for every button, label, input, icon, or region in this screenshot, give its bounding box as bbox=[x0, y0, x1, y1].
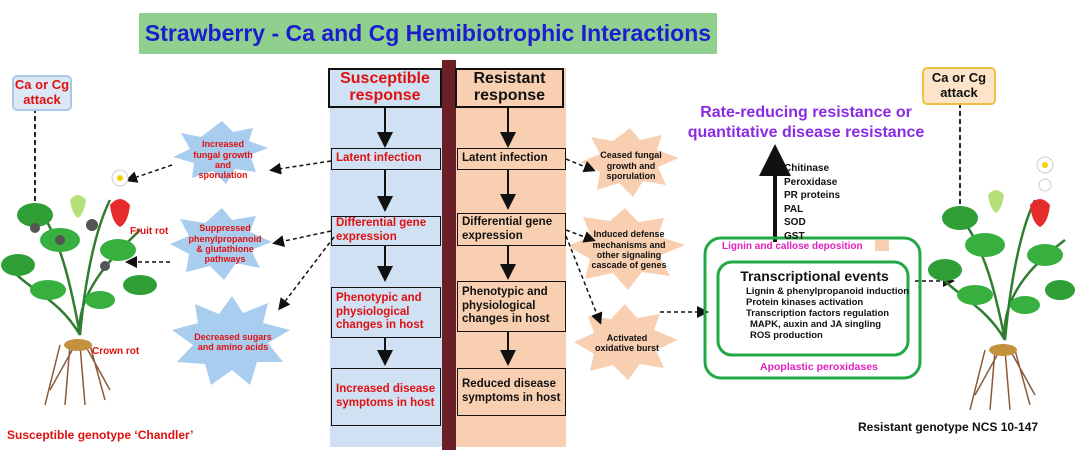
genotype-left-label: Susceptible genotype ‘Chandler’ bbox=[7, 428, 194, 442]
enzyme-item: Peroxidase bbox=[784, 176, 838, 188]
right-star-1-text: Ceased fungal growth and sporulation bbox=[600, 150, 662, 182]
enzyme-item: SOD bbox=[784, 217, 806, 228]
resistant-step-2: Differential gene expression bbox=[457, 213, 566, 246]
transcriptional-item: Protein kinases activation bbox=[746, 297, 864, 308]
left-star-2-text: Suppressed phenylpropanoid & glutathione… bbox=[188, 223, 262, 265]
enzyme-item: PAL bbox=[784, 203, 804, 215]
resistant-step-4: Reduced disease symptoms in host bbox=[457, 368, 566, 416]
resistant-column bbox=[456, 68, 566, 447]
star-shape-2 bbox=[170, 208, 272, 280]
transcriptional-title: Transcriptional events bbox=[740, 268, 889, 284]
transcriptional-list: Lignin & phenylpropanoid induction Prote… bbox=[746, 286, 909, 341]
susceptible-step-4: Increased disease symptoms in host bbox=[331, 368, 441, 426]
column-divider bbox=[442, 60, 456, 450]
transcriptional-item: Lignin & phenylpropanoid induction bbox=[746, 286, 910, 297]
transcriptional-item: ROS production bbox=[750, 330, 823, 341]
transcriptional-item: Transcription factors regulation bbox=[746, 308, 890, 319]
enzyme-item: PR proteins bbox=[784, 190, 841, 201]
fruit-rot-label: Fruit rot bbox=[130, 226, 169, 237]
strawberry-plant-right bbox=[928, 156, 1075, 411]
diagram-title: Strawberry - Ca and Cg Hemibiotrophic In… bbox=[139, 13, 717, 54]
susceptible-step-3: Phenotypic and physiological changes in … bbox=[331, 287, 441, 338]
resistant-step-1: Latent infection bbox=[457, 148, 566, 170]
enzyme-item: GST bbox=[784, 230, 805, 242]
left-star-1-text: Increased fungal growth and sporulation bbox=[193, 139, 253, 181]
susceptible-step-1: Latent infection bbox=[331, 148, 441, 170]
star-shape-4 bbox=[581, 128, 679, 197]
enzyme-item: Chitinase bbox=[784, 163, 830, 174]
attack-box-right: Ca or Cg attack bbox=[922, 67, 996, 105]
lignin-callose-label: Lignin and callose deposition bbox=[722, 241, 863, 252]
resistant-header: Resistant response bbox=[455, 68, 564, 108]
resistant-step-3: Phenotypic and physiological changes in … bbox=[457, 281, 566, 332]
transcriptional-item: MAPK, auxin and JA singling bbox=[750, 319, 882, 330]
star-shape-3 bbox=[172, 296, 290, 385]
genotype-right-label: Resistant genotype NCS 10-147 bbox=[858, 420, 1039, 434]
attack-box-left: Ca or Cg attack bbox=[12, 75, 72, 111]
enzyme-list: Chitinase Peroxidase PR proteins PAL SOD… bbox=[784, 162, 840, 243]
star-shape-5 bbox=[568, 208, 685, 290]
right-star-3-text: Activated oxidative burst bbox=[594, 332, 659, 353]
crown-rot-label: Crown rot bbox=[92, 346, 140, 357]
apoplastic-label: Apoplastic peroxidases bbox=[760, 361, 878, 373]
right-star-2-text: Induced defense mechanisms and other sig… bbox=[591, 229, 667, 271]
rate-reducing-label: Rate-reducing resistance or quantitative… bbox=[687, 104, 925, 141]
strawberry-plant-left bbox=[1, 169, 157, 406]
star-shape-1 bbox=[173, 121, 268, 184]
left-star-3-text: Decreased sugars and amino acids bbox=[194, 331, 272, 352]
susceptible-header: Susceptible response bbox=[328, 68, 442, 108]
susceptible-step-2: Differential gene expression bbox=[331, 216, 441, 246]
